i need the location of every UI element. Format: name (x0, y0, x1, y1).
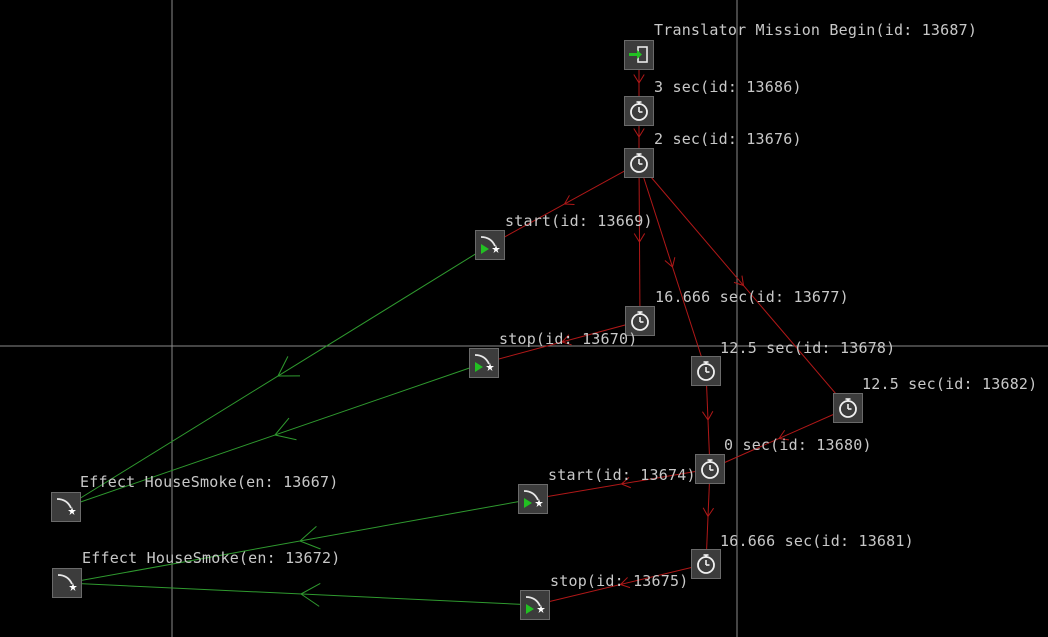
node-timer[interactable] (624, 148, 654, 178)
clock-icon (693, 551, 719, 577)
effect-play-icon (522, 592, 548, 618)
edge-n13676-n13678[interactable] (638, 162, 707, 372)
effect-play-icon (471, 350, 497, 376)
node-timer[interactable] (691, 549, 721, 579)
node-label: start(id: 13669) (505, 212, 653, 230)
effect-entity-icon (54, 570, 80, 596)
clock-icon (835, 395, 861, 421)
edge-n13669-n13667[interactable] (65, 244, 491, 508)
clock-icon (627, 308, 653, 334)
node-timer[interactable] (691, 356, 721, 386)
node-effect[interactable] (520, 590, 550, 620)
node-timer[interactable] (833, 393, 863, 423)
node-timer[interactable] (625, 306, 655, 336)
node-label: stop(id: 13670) (499, 330, 638, 348)
node-label: Effect HouseSmoke(en: 13672) (82, 549, 341, 567)
edge-n13678-n13680[interactable] (702, 370, 714, 470)
edge-layer (65, 55, 849, 607)
edge-n13680-n13674[interactable] (532, 468, 711, 500)
node-entity[interactable] (51, 492, 81, 522)
edge-n13676-n13682[interactable] (638, 162, 849, 409)
edge-n13674-n13672[interactable] (66, 498, 534, 584)
clock-icon (693, 358, 719, 384)
effect-play-icon (477, 232, 503, 258)
node-timer[interactable] (695, 454, 725, 484)
node-label: stop(id: 13675) (550, 572, 689, 590)
edge-n13676-n13677[interactable] (633, 162, 646, 322)
node-label: start(id: 13674) (548, 466, 696, 484)
node-effect[interactable] (518, 484, 548, 514)
node-label: Translator Mission Begin(id: 13687) (654, 21, 978, 39)
clock-icon (626, 150, 652, 176)
edge-n13681-n13675[interactable] (534, 563, 707, 606)
node-start[interactable] (624, 40, 654, 70)
clock-icon (626, 98, 652, 124)
node-effect[interactable] (469, 348, 499, 378)
node-label: 16.666 sec(id: 13681) (720, 532, 914, 550)
node-label: 12.5 sec(id: 13678) (720, 339, 896, 357)
edge-n13670-n13667[interactable] (65, 362, 485, 508)
node-label: 2 sec(id: 13676) (654, 130, 802, 148)
node-label: 0 sec(id: 13680) (724, 436, 872, 454)
edge-n13680-n13681[interactable] (702, 468, 714, 565)
edge-n13677-n13670[interactable] (483, 320, 641, 364)
node-entity[interactable] (52, 568, 82, 598)
edge-n13682-n13680[interactable] (709, 407, 849, 470)
node-label: 12.5 sec(id: 13682) (862, 375, 1038, 393)
effect-entity-icon (53, 494, 79, 520)
node-effect[interactable] (475, 230, 505, 260)
node-label: 16.666 sec(id: 13677) (655, 288, 849, 306)
edge-n13676-n13669[interactable] (489, 162, 640, 246)
node-label: 3 sec(id: 13686) (654, 78, 802, 96)
mission-start-icon (626, 42, 652, 68)
node-timer[interactable] (624, 96, 654, 126)
edge-n13675-n13672[interactable] (66, 582, 536, 607)
effect-play-icon (520, 486, 546, 512)
clock-icon (697, 456, 723, 482)
node-label: Effect HouseSmoke(en: 13667) (80, 473, 339, 491)
